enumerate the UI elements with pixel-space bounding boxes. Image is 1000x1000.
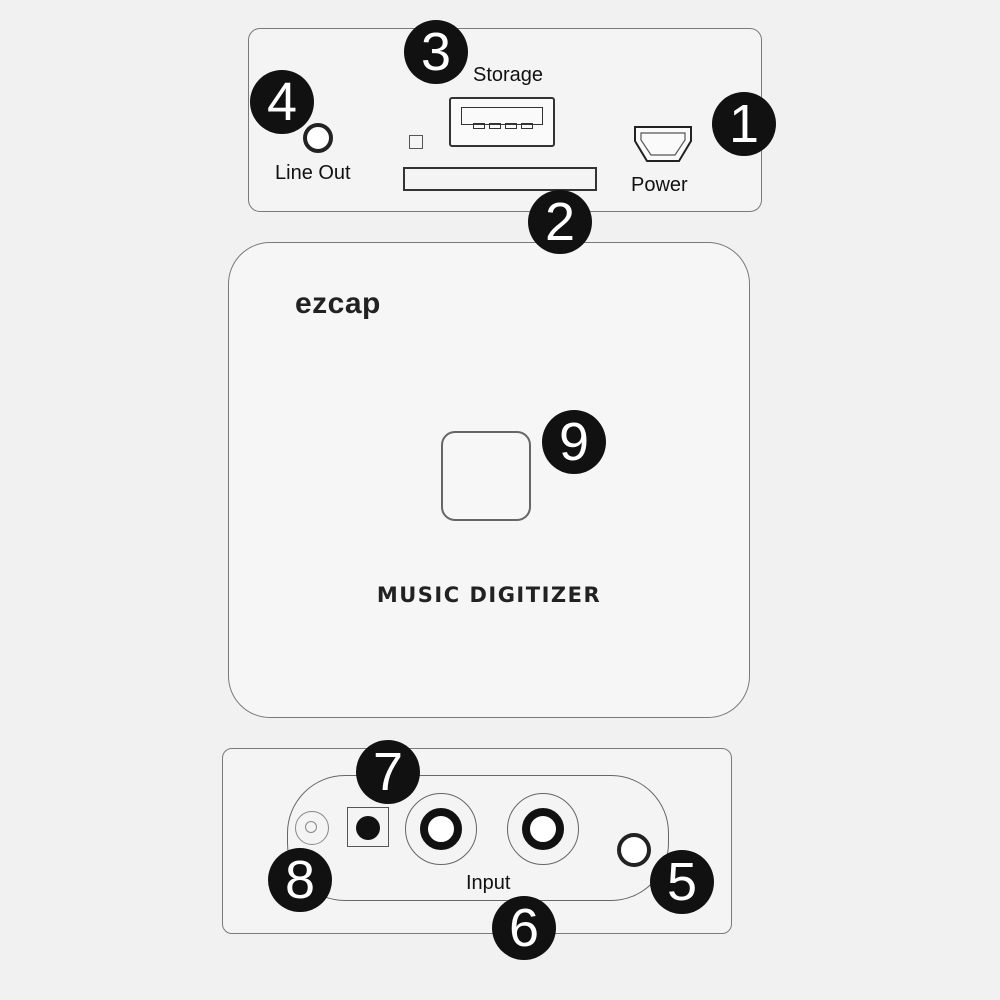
rca-input-left [405,793,477,865]
aux-jack [295,811,329,845]
line-out-jack [303,123,333,153]
callout-8-aux: 8 [268,848,332,912]
rca-ring [420,808,462,850]
callout-7-switch: 7 [356,740,420,804]
callout-1-power: 1 [712,92,776,156]
card-slot [403,167,597,191]
line-out-label: Line Out [275,162,351,184]
top-panel [248,28,762,212]
usb-pin [489,123,501,129]
record-button [441,431,531,521]
source-switch [347,807,389,847]
storage-label: Storage [473,64,544,86]
rca-ring [522,808,564,850]
power-label: Power [631,174,688,196]
usb-pin [473,123,485,129]
product-name: MUSIC DIGITIZER [376,583,602,607]
usb-storage-port [449,97,555,147]
rca-input-right [507,793,579,865]
usb-tongue [461,107,543,125]
device-top-face: ezcap MUSIC DIGITIZER [228,242,750,718]
callout-9-center-button: 9 [542,410,606,474]
switch-knob [356,816,380,840]
callout-2-card-slot: 2 [528,190,592,254]
callout-6-input: 6 [492,896,556,960]
indicator-square [409,135,423,149]
usb-pin [505,123,517,129]
callout-3-storage: 3 [404,20,468,84]
dc-jack [617,833,651,867]
callout-4-line-out: 4 [250,70,314,134]
brand-logo-text: ezcap [295,287,381,320]
callout-5-dc-jack: 5 [650,850,714,914]
input-frame [287,775,669,901]
input-label: Input [466,872,511,894]
usb-pin [521,123,533,129]
mini-usb-power-port [634,126,692,162]
